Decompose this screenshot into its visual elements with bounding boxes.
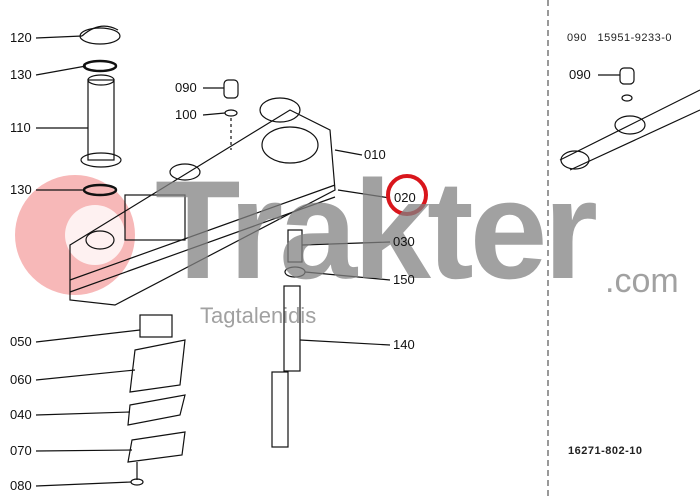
callout-090: 090 [175, 80, 197, 95]
callout-140: 140 [393, 337, 415, 352]
drawing-number: 16271-802-10 [568, 445, 643, 457]
highlight-circle [386, 174, 428, 216]
inset-header: 090 15951-9233-0 [567, 32, 673, 44]
callout-130: 130 [10, 182, 32, 197]
callout-150: 150 [393, 272, 415, 287]
callout-120: 120 [10, 30, 32, 45]
watermark-tagline: Tagtalenidis [200, 303, 317, 328]
callout-080: 080 [10, 478, 32, 493]
callout-110: 110 [10, 120, 31, 135]
watermark-suffix: .com [605, 262, 679, 300]
callout-050: 050 [10, 334, 32, 349]
callout-130: 130 [10, 67, 32, 82]
cap-shape [79, 27, 121, 45]
callout-070: 070 [10, 443, 32, 458]
callout-010: 010 [364, 147, 386, 162]
callout-100: 100 [175, 107, 197, 122]
callout-040: 040 [10, 407, 32, 422]
callout-060: 060 [10, 372, 32, 387]
callout-030: 030 [393, 234, 415, 249]
inset-callout-090: 090 [569, 67, 591, 82]
callout-020: 020 [394, 190, 416, 205]
watermark-brand: Trakter [155, 151, 598, 308]
